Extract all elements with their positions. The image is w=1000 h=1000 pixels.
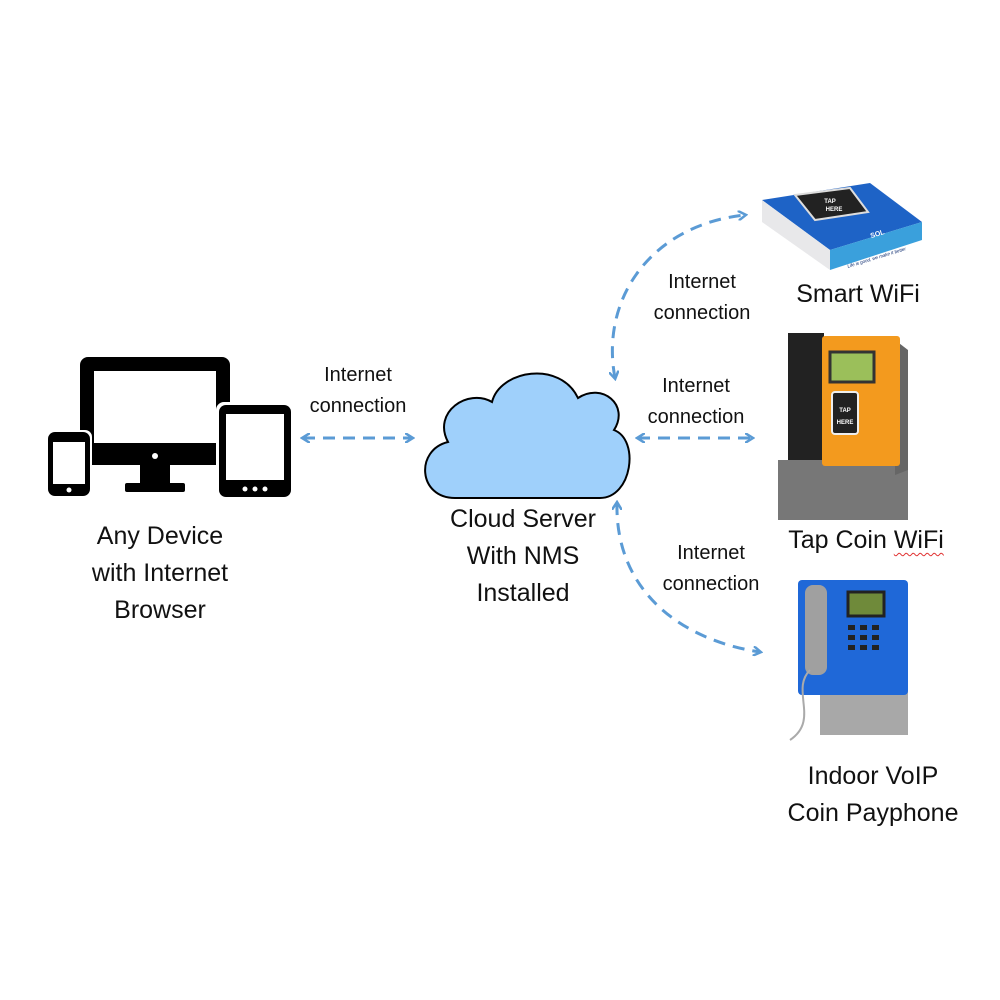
monitor-icon (80, 357, 230, 492)
connection-label-server-tapcoin: Internet connection (648, 371, 745, 433)
server-label-line: Installed (476, 579, 570, 607)
server-label-line: Cloud Server (450, 505, 596, 533)
payphone-label-line: Indoor VoIP (807, 762, 939, 790)
client-label-line: Browser (114, 596, 206, 624)
tap-coin-here-text: HERE (837, 420, 854, 426)
smart-wifi-tap-text: TAP (824, 199, 836, 205)
tap-coin-tap-text: TAP (839, 408, 851, 414)
connection-label-line: Internet (677, 542, 745, 564)
smart-wifi-device-image: TAP HERE SOL Life is good, we make it be… (762, 183, 922, 270)
cloud-icon (424, 372, 631, 499)
connection-label-line: connection (662, 573, 760, 595)
connection-label-server-smartwifi: Internet connection (654, 267, 751, 329)
connection-label-server-payphone: Internet connection (663, 538, 760, 600)
tap-coin-label-suffix: WiFi (893, 526, 944, 554)
server-label: Cloud Server With NMS Installed (450, 501, 596, 612)
server-label-line: With NMS (466, 542, 580, 570)
smart-wifi-here-text: HERE (826, 207, 843, 213)
connection-label-line: Internet (662, 375, 730, 397)
payphone-label: Indoor VoIP Coin Payphone (788, 758, 959, 832)
connection-label-line: connection (309, 395, 407, 417)
connection-label-line: connection (647, 406, 745, 428)
payphone-label-line: Coin Payphone (787, 799, 959, 827)
tablet-icon (216, 402, 294, 500)
arrow-server-payphone (617, 503, 760, 652)
connection-label-line: connection (653, 302, 751, 324)
client-label-line: Any Device (96, 522, 224, 550)
smart-wifi-sol-logo: SOL (870, 229, 887, 240)
smartphone-icon (46, 430, 92, 498)
devices-icon (46, 357, 294, 500)
client-label: Any Device with Internet Browser (92, 518, 228, 629)
payphone-device-image (789, 580, 908, 741)
connection-label-line: Internet (324, 364, 392, 386)
tap-coin-wifi-device-image: TAP HERE (778, 333, 908, 520)
tap-coin-wifi-label: Tap Coin WiFi (788, 522, 944, 559)
connection-label-client-server: Internet connection (310, 360, 407, 422)
client-label-line: with Internet (91, 559, 229, 587)
arrow-server-smartwifi (612, 215, 745, 378)
smart-wifi-label: Smart WiFi (796, 280, 920, 308)
tap-coin-label-prefix: Tap Coin (788, 526, 894, 554)
connection-label-line: Internet (668, 271, 736, 293)
